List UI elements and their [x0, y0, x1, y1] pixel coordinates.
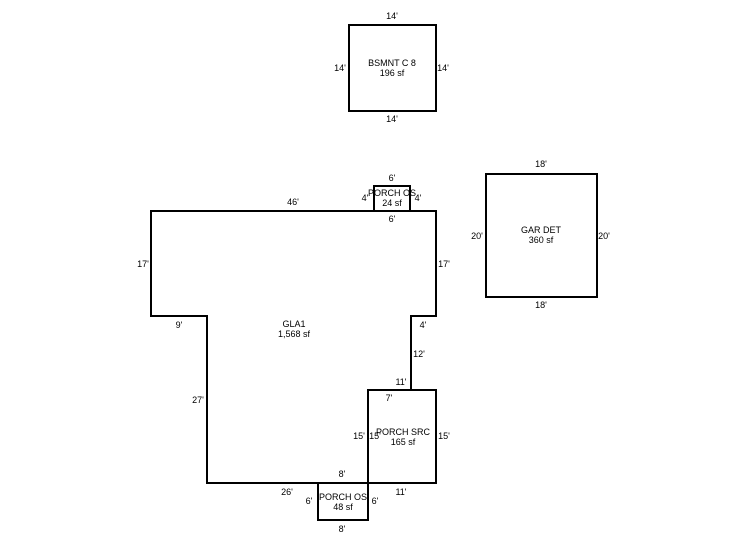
- porch-bottom-dim-top: 8': [339, 469, 346, 479]
- porch-top-dim-left: 4': [362, 193, 369, 203]
- gla-dim-right-upper: 17': [438, 259, 450, 269]
- garage-dim-bottom: 18': [535, 300, 547, 310]
- porch-top-name: PORCH OS: [368, 188, 416, 198]
- porch-top-outline: [373, 185, 411, 212]
- porch-bottom-outline: [317, 482, 369, 521]
- garage-dim-top: 18': [535, 159, 547, 169]
- porch-src-area: 165 sf: [391, 437, 416, 447]
- gla-dim-right-mid: 12': [413, 349, 425, 359]
- gla-name: GLA1: [282, 319, 305, 329]
- porch-top-dim-top: 6': [389, 173, 396, 183]
- porch-src-dim-bottom: 11': [395, 487, 406, 497]
- porch-bottom-dim-bottom: 8': [339, 524, 346, 534]
- basement-dim-right: 14': [437, 63, 449, 73]
- porch-bottom-area: 48 sf: [333, 502, 353, 512]
- porch-bottom-dim-left: 6': [306, 496, 313, 506]
- garage-dim-right: 20': [598, 231, 610, 241]
- porch-src-dim-right: 15': [438, 431, 450, 441]
- basement-dim-left: 14': [334, 63, 346, 73]
- porch-src-dim-left-outer: 15': [353, 431, 365, 441]
- porch-top-area: 24 sf: [382, 198, 402, 208]
- gla-dim-bottom: 26': [281, 487, 293, 497]
- porch-bottom-dim-right: 6': [372, 496, 379, 506]
- porch-src-dim-top: 7': [386, 393, 393, 403]
- gla-dim-left: 17': [137, 259, 149, 269]
- porch-bottom-name: PORCH OS: [319, 492, 367, 502]
- gla-dim-step-right: 4': [420, 320, 427, 330]
- basement-outline: [348, 24, 437, 112]
- basement-area: 196 sf: [380, 68, 405, 78]
- gla-area: 1,568 sf: [278, 329, 311, 339]
- basement-dim-bottom: 14': [386, 114, 398, 124]
- gla-dim-left-lower: 27': [192, 395, 204, 405]
- gla-dim-step-left: 9': [176, 320, 183, 330]
- gla-dim-top: 46': [287, 197, 299, 207]
- gla-dim-step-mid: 11': [395, 377, 406, 387]
- porch-src-dim-left-inner: 15': [369, 431, 381, 441]
- porch-src-outline: [367, 389, 437, 484]
- porch-top-dim-right: 4': [415, 193, 422, 203]
- garage-area: 360 sf: [529, 235, 554, 245]
- garage-outline: [485, 173, 598, 298]
- garage-name: GAR DET: [521, 225, 562, 235]
- basement-dim-top: 14': [386, 11, 398, 21]
- porch-src-name: PORCH SRC: [376, 427, 431, 437]
- basement-name: BSMNT C 8: [368, 58, 416, 68]
- porch-top-dim-bottom: 6': [389, 214, 396, 224]
- garage-dim-left: 20': [471, 231, 483, 241]
